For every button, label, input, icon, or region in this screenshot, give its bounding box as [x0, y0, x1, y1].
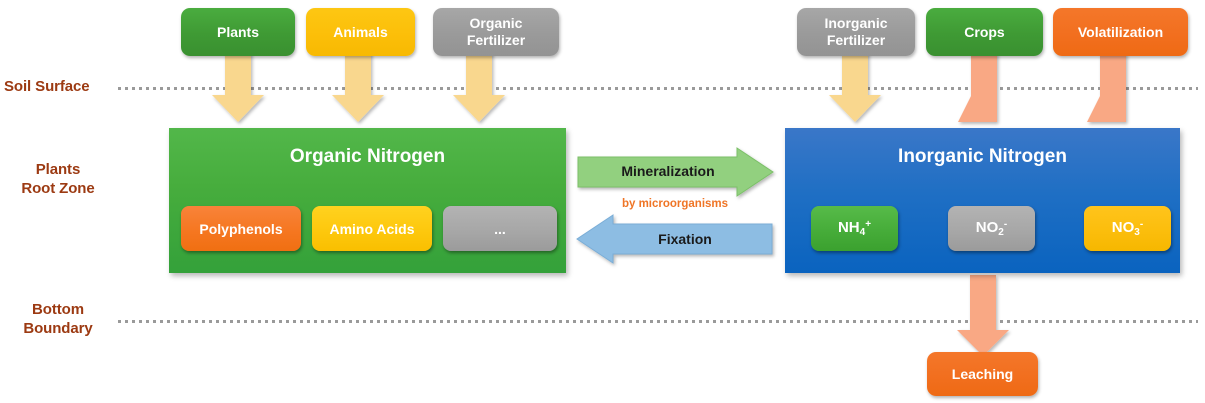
zone-label-soil-surface: Soil Surface — [4, 78, 90, 95]
component-chip-other[interactable]: ... — [443, 206, 557, 251]
soil-surface-line — [118, 87, 1198, 90]
sink-chip-leaching-label: Leaching — [951, 365, 1014, 382]
sink-chip-leaching[interactable]: Leaching — [927, 352, 1038, 396]
source-chip-animals[interactable]: Animals — [306, 8, 415, 56]
source-chip-plants-label: Plants — [216, 23, 259, 40]
organic-nitrogen-title: Organic Nitrogen — [289, 146, 446, 167]
component-chip-amino-acids-label: Amino Acids — [329, 220, 415, 237]
species-chip-ammonium[interactable]: NH4+ — [811, 206, 898, 251]
process-label-fixation: Fixation — [658, 231, 712, 247]
species-chip-nitrate[interactable]: NO3- — [1084, 206, 1171, 251]
component-chip-other-label: ... — [494, 220, 506, 237]
organic-nitrogen-panel[interactable]: Organic Nitrogen Polyphenols Amino Acids… — [169, 128, 566, 273]
process-note-microorganisms: by microorganisms — [621, 198, 729, 210]
bottom-boundary-line — [118, 320, 1198, 323]
sink-chip-volatilization-label: Volatilization — [1077, 23, 1164, 40]
sink-chip-volatilization[interactable]: Volatilization — [1053, 8, 1188, 56]
component-chip-polyphenols-label: Polyphenols — [199, 220, 283, 237]
component-chip-amino-acids[interactable]: Amino Acids — [312, 206, 432, 251]
species-chip-ammonium-label: NH4+ — [837, 219, 872, 238]
species-chip-nitrite-label: NO2- — [975, 219, 1008, 238]
sink-chip-crops[interactable]: Crops — [926, 8, 1043, 56]
process-label-mineralization: Mineralization — [621, 163, 715, 179]
component-chip-polyphenols[interactable]: Polyphenols — [181, 206, 301, 251]
species-chip-nitrite[interactable]: NO2- — [948, 206, 1035, 251]
sink-chip-crops-label: Crops — [964, 23, 1005, 40]
inorganic-nitrogen-panel[interactable]: Inorganic Nitrogen NH4+ NO2- NO3- — [785, 128, 1180, 273]
species-chip-nitrate-label: NO3- — [1111, 219, 1144, 238]
source-chip-plants[interactable]: Plants — [181, 8, 295, 56]
inorganic-nitrogen-title: Inorganic Nitrogen — [898, 146, 1067, 167]
source-chip-animals-label: Animals — [333, 23, 388, 40]
